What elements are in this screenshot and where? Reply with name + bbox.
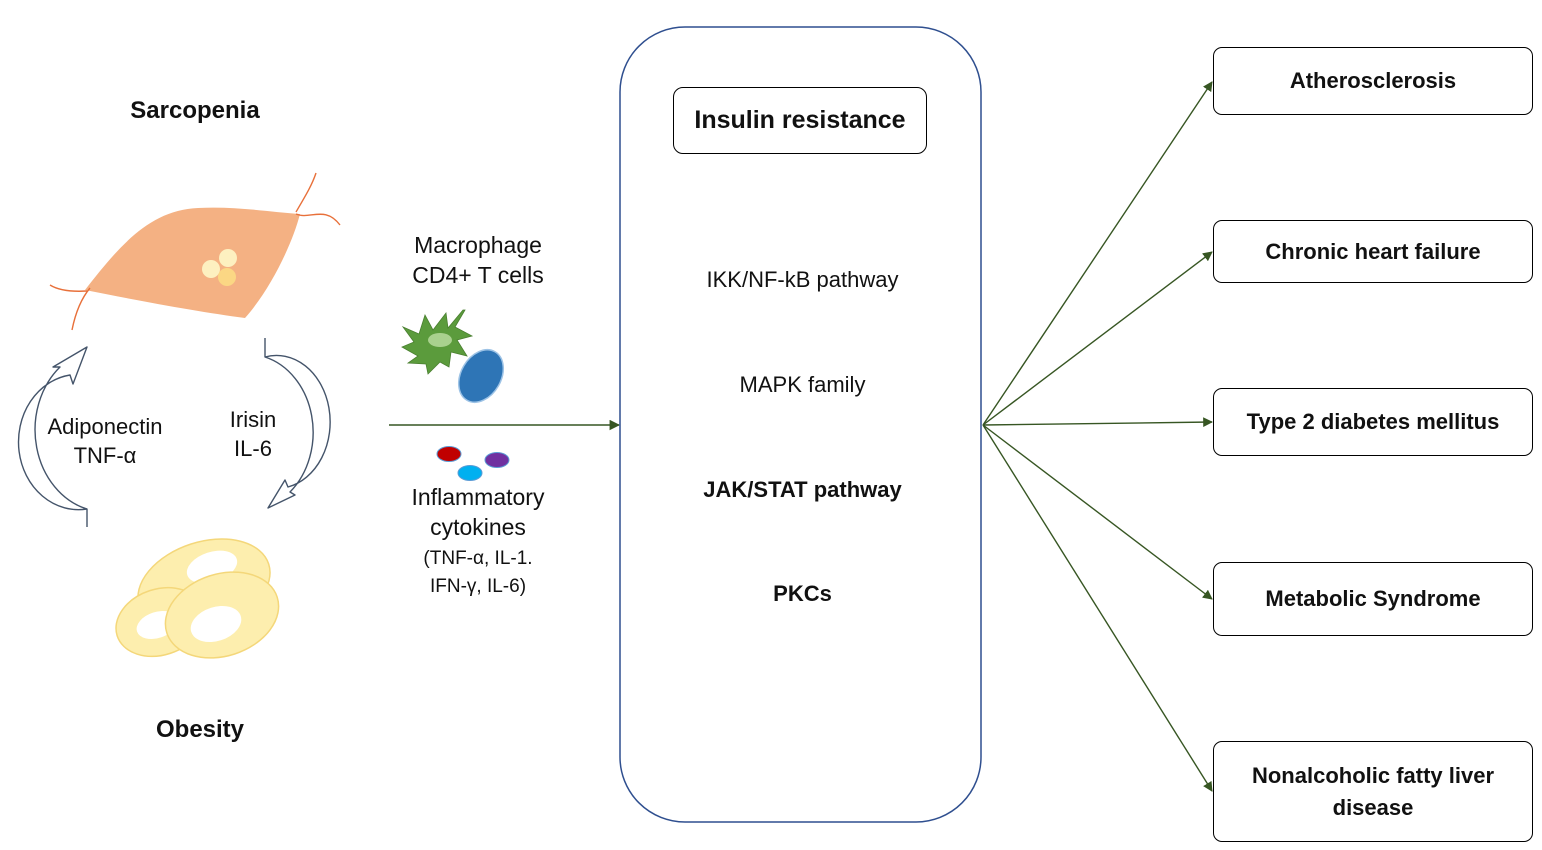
cytokine-dots-icon: [436, 446, 510, 481]
outcome-metabolic-syndrome: Metabolic Syndrome: [1213, 562, 1533, 636]
cycle-arrow-right: [264, 338, 331, 509]
obesity-title: Obesity: [155, 716, 245, 743]
outcome-label: Metabolic Syndrome: [1265, 583, 1480, 615]
outcome-atherosclerosis: Atherosclerosis: [1213, 47, 1533, 115]
adipokine-label: Adiponectin TNF-α: [20, 412, 190, 470]
insulin-resistance-container: [619, 26, 982, 823]
adipocyte-cluster-icon: [115, 538, 280, 659]
outcome-line1: Atherosclerosis: [1289, 68, 1457, 94]
pathway-mapk: MAPK family: [739, 372, 866, 397]
outcome-line1: Type 2 diabetes mellitus: [1246, 409, 1500, 435]
pathway-ikk-nfkb: IKK/NF-kB pathway: [706, 267, 899, 292]
outcome-chronic-heart-failure: Chronic heart failure: [1213, 220, 1533, 283]
t-cell-icon: [457, 349, 505, 403]
myokine-label: Irisin IL-6: [203, 405, 303, 463]
cytokines-label-line2: cytokines: [430, 514, 526, 541]
muscle-cell-icon: [49, 172, 341, 331]
outcome-line2: disease: [1332, 794, 1414, 820]
outcome-nafld: Nonalcoholic fatty liver disease: [1213, 741, 1533, 842]
cytokines-label: Inflammatory cytokines: [378, 482, 578, 543]
macrophage-label: Macrophage: [414, 232, 542, 258]
outcome-arrows: [982, 81, 1213, 792]
outcome-type2-diabetes: Type 2 diabetes mellitus: [1213, 388, 1533, 456]
macrophage-icon: [401, 309, 474, 375]
irisin-label: Irisin: [229, 407, 277, 432]
il6-label: IL-6: [234, 436, 272, 462]
insulin-resistance-title: Insulin resistance: [673, 87, 927, 154]
adiponectin-label: Adiponectin: [47, 414, 163, 439]
cytokines-detail-label: (TNF-α, IL-1. IFN-γ, IL-6): [378, 545, 578, 600]
outcome-line1: Nonalcoholic fatty liver: [1251, 762, 1495, 788]
outcome-label: Nonalcoholic fatty liver disease: [1252, 760, 1494, 824]
cycle-arrow-left: [17, 346, 88, 527]
sarcopenia-title: Sarcopenia: [130, 97, 260, 124]
tnf-alpha-label: TNF-α: [73, 443, 137, 469]
pathway-pkcs: PKCs: [773, 581, 832, 606]
cytokines-detail-line1: (TNF-α, IL-1.: [423, 548, 533, 569]
pathway-jak-stat: JAK/STAT pathway: [703, 477, 902, 502]
cytokines-label-line1: Inflammatory: [411, 484, 545, 510]
t-cells-label: CD4+ T cells: [412, 262, 544, 289]
outcome-label: Chronic heart failure: [1265, 236, 1480, 268]
outcome-label: Type 2 diabetes mellitus: [1247, 406, 1500, 438]
immune-cells-label: Macrophage CD4+ T cells: [378, 230, 578, 291]
outcome-line1: Metabolic Syndrome: [1265, 586, 1481, 612]
outcome-label: Atherosclerosis: [1290, 65, 1456, 97]
cytokines-detail-line2: IFN-γ, IL-6): [429, 575, 527, 597]
outcome-line1: Chronic heart failure: [1265, 238, 1481, 264]
